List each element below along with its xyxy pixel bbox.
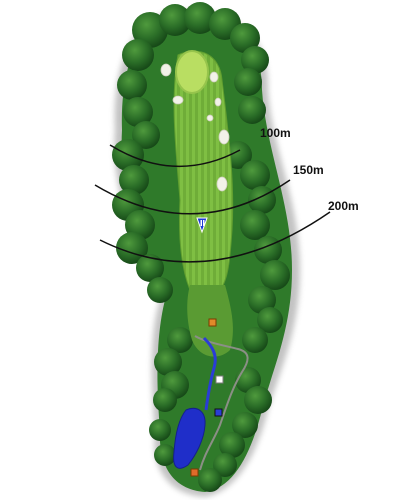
tree bbox=[213, 453, 237, 477]
cart-path bbox=[194, 335, 249, 471]
tree bbox=[136, 254, 164, 282]
tree bbox=[122, 39, 154, 71]
distance-label-200: 200m bbox=[328, 199, 359, 213]
tree bbox=[167, 327, 193, 353]
bunkers bbox=[160, 63, 230, 192]
tree bbox=[240, 160, 270, 190]
tree bbox=[240, 210, 270, 240]
tree bbox=[234, 68, 262, 96]
tree bbox=[159, 4, 191, 36]
tree bbox=[248, 186, 276, 214]
distance-label-100: 100m bbox=[260, 126, 291, 140]
creek bbox=[202, 336, 217, 411]
bunker bbox=[172, 95, 184, 105]
tee-marker-back bbox=[208, 318, 217, 327]
distance-arc-100 bbox=[109, 144, 241, 167]
putting-green bbox=[175, 50, 209, 94]
tree bbox=[154, 348, 182, 376]
bunker bbox=[206, 114, 214, 122]
bunker bbox=[160, 63, 172, 77]
tree bbox=[219, 432, 245, 458]
tree bbox=[244, 386, 272, 414]
distance-arc-150 bbox=[94, 179, 291, 215]
distance-arc-200 bbox=[99, 211, 331, 263]
tree bbox=[184, 2, 216, 34]
tee-marker-front bbox=[214, 408, 223, 417]
tree bbox=[232, 412, 258, 438]
tree bbox=[117, 70, 147, 100]
tree bbox=[260, 260, 290, 290]
tree bbox=[241, 46, 269, 74]
tree bbox=[198, 468, 222, 492]
bunker bbox=[214, 97, 222, 107]
flag-icon bbox=[196, 217, 208, 234]
tree bbox=[230, 23, 260, 53]
distance-label-150: 150m bbox=[293, 163, 324, 177]
bunker bbox=[216, 176, 228, 192]
tree bbox=[132, 12, 168, 48]
tee-marker-middle bbox=[215, 375, 224, 384]
tree bbox=[123, 97, 153, 127]
tee-marker-forward bbox=[190, 468, 199, 477]
tree bbox=[119, 165, 149, 195]
tree bbox=[257, 307, 283, 333]
tree bbox=[154, 444, 176, 466]
bunker bbox=[218, 129, 230, 145]
tree bbox=[132, 121, 160, 149]
pond bbox=[173, 407, 206, 469]
tree bbox=[153, 388, 177, 412]
tree bbox=[242, 327, 268, 353]
tree bbox=[147, 277, 173, 303]
tree bbox=[238, 96, 266, 124]
fairway bbox=[173, 50, 234, 291]
bunker bbox=[209, 71, 219, 83]
tree bbox=[248, 286, 276, 314]
tree-cluster bbox=[112, 2, 290, 492]
tree bbox=[149, 419, 171, 441]
